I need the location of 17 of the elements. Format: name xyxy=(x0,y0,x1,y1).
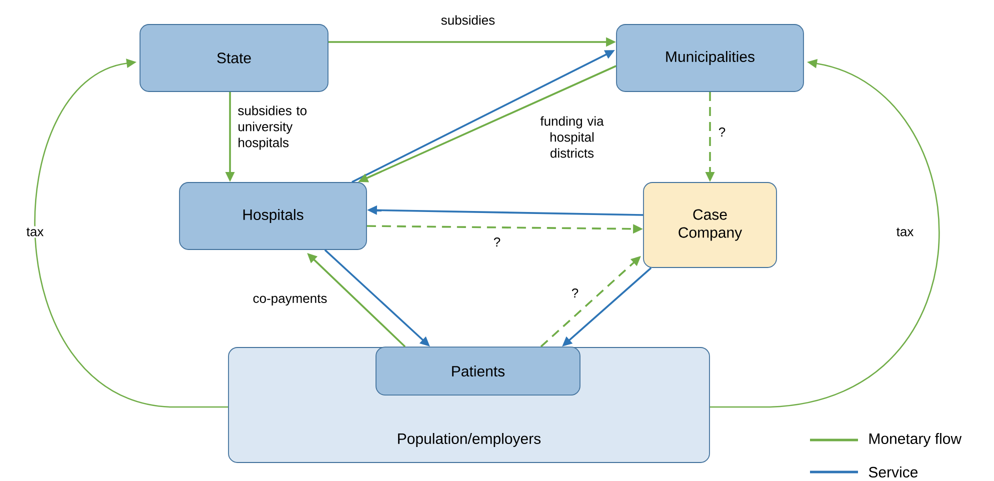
edge-label: funding via hospital districts xyxy=(540,116,604,158)
legend-label: Monetary flow xyxy=(869,433,962,447)
state-box: State xyxy=(140,24,328,92)
edge-label: co-payments xyxy=(251,292,329,308)
hospitals-box: Hospitals xyxy=(179,182,367,250)
edge-label: subsidies to university hospitals xyxy=(238,106,307,150)
edge-label: tax xyxy=(894,226,916,238)
arrow xyxy=(34,58,228,408)
edge-label: ? xyxy=(492,236,502,248)
edge-label: tax xyxy=(24,226,46,238)
edge-label: ? xyxy=(716,126,728,138)
company-box: Case Company xyxy=(643,182,777,268)
edge-label: ? xyxy=(570,286,580,300)
legend-label: Service xyxy=(868,466,918,478)
edge-label: subsidies xyxy=(439,14,497,26)
municipalities-box: Municipalities xyxy=(616,24,804,92)
patients-box: Patients xyxy=(376,346,580,396)
